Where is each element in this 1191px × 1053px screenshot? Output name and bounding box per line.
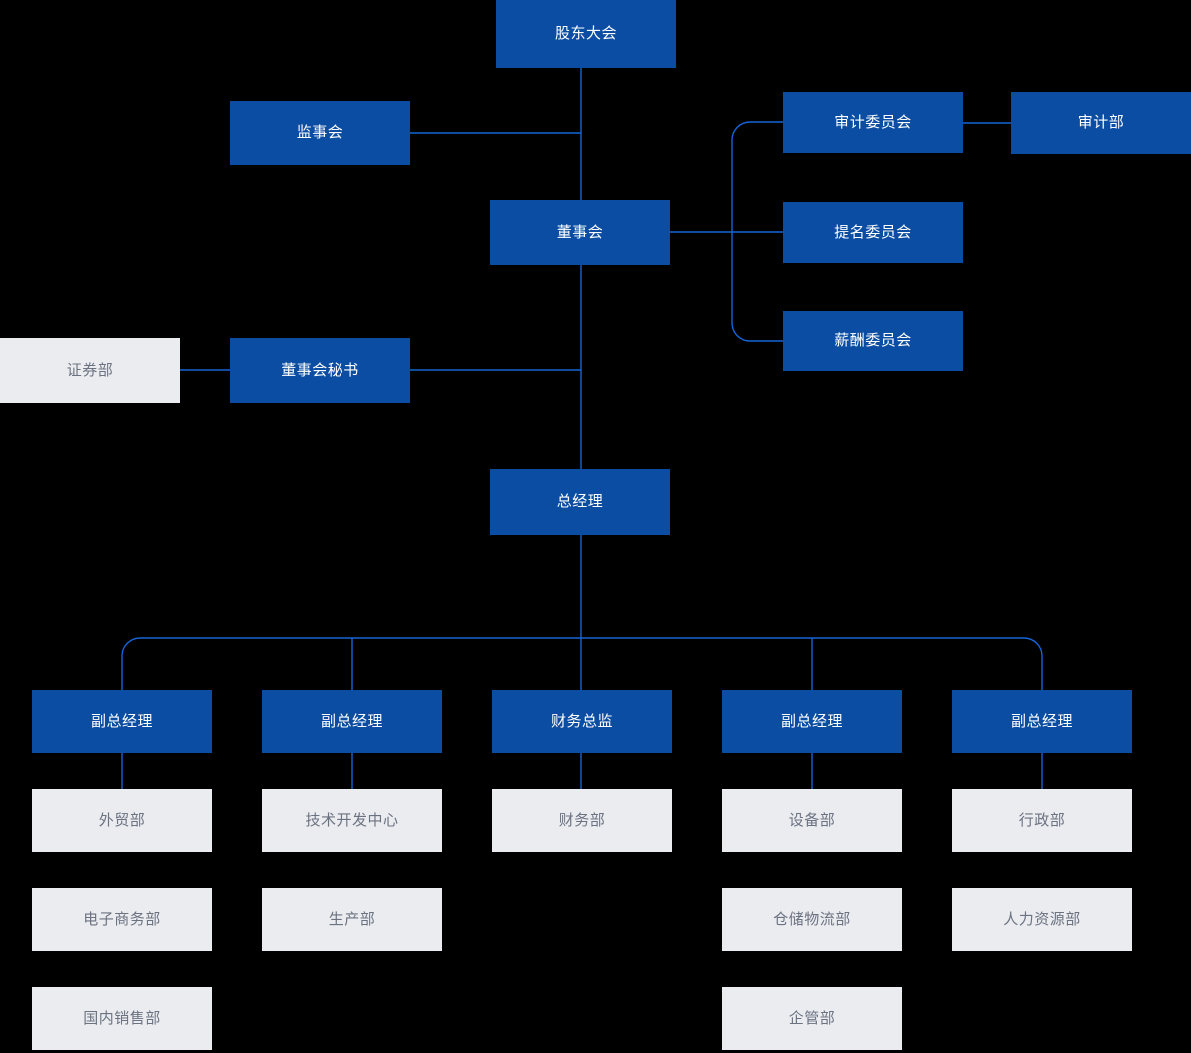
node-shareholders[interactable]: 股东大会 — [496, 0, 676, 68]
node-label: 财务总监 — [550, 712, 613, 730]
node-cfo[interactable]: 财务总监 — [492, 690, 672, 753]
node-label: 审计委员会 — [834, 113, 912, 131]
node-supervisory[interactable]: 监事会 — [230, 101, 410, 165]
node-enterprise-management-department[interactable]: 企管部 — [722, 987, 902, 1050]
node-label: 董事会 — [556, 223, 604, 241]
node-audit-committee[interactable]: 审计委员会 — [783, 92, 963, 153]
node-board-secretary[interactable]: 董事会秘书 — [230, 338, 410, 403]
node-label: 电子商务部 — [83, 910, 161, 928]
node-human-resources-department[interactable]: 人力资源部 — [952, 888, 1132, 951]
node-deputy-gm-3[interactable]: 副总经理 — [722, 690, 902, 753]
node-label: 行政部 — [1018, 811, 1066, 829]
node-label: 监事会 — [296, 124, 344, 142]
link-deputy-bus — [121, 637, 1043, 690]
node-label: 总经理 — [556, 493, 604, 511]
node-label: 副总经理 — [320, 712, 383, 730]
node-tech-development-center[interactable]: 技术开发中心 — [262, 789, 442, 852]
node-label: 技术开发中心 — [305, 811, 399, 829]
node-deputy-gm-4[interactable]: 副总经理 — [952, 690, 1132, 753]
node-label: 设备部 — [788, 811, 836, 829]
node-board[interactable]: 董事会 — [490, 200, 670, 265]
node-label: 生产部 — [328, 910, 376, 928]
node-deputy-gm-2[interactable]: 副总经理 — [262, 690, 442, 753]
node-warehouse-logistics-department[interactable]: 仓储物流部 — [722, 888, 902, 951]
node-administration-department[interactable]: 行政部 — [952, 789, 1132, 852]
node-label: 薪酬委员会 — [834, 332, 912, 350]
node-label: 人力资源部 — [1003, 910, 1081, 928]
node-domestic-sales-department[interactable]: 国内销售部 — [32, 987, 212, 1050]
node-label: 财务部 — [558, 811, 606, 829]
node-finance-department[interactable]: 财务部 — [492, 789, 672, 852]
node-label: 副总经理 — [780, 712, 843, 730]
node-label: 企管部 — [788, 1009, 836, 1027]
node-label: 证券部 — [66, 361, 114, 379]
node-label: 外贸部 — [98, 811, 146, 829]
node-equipment-department[interactable]: 设备部 — [722, 789, 902, 852]
node-deputy-gm-1[interactable]: 副总经理 — [32, 690, 212, 753]
node-general-manager[interactable]: 总经理 — [490, 469, 670, 535]
node-label: 副总经理 — [90, 712, 153, 730]
node-securities-department[interactable]: 证券部 — [0, 338, 180, 403]
node-nomination-committee[interactable]: 提名委员会 — [783, 202, 963, 263]
node-label: 董事会秘书 — [281, 361, 359, 379]
node-label: 审计部 — [1077, 114, 1125, 132]
node-ecommerce-department[interactable]: 电子商务部 — [32, 888, 212, 951]
node-label: 提名委员会 — [834, 223, 912, 241]
node-audit-department[interactable]: 审计部 — [1011, 92, 1191, 154]
node-foreign-trade-department[interactable]: 外贸部 — [32, 789, 212, 852]
link-committee-bus — [731, 121, 783, 342]
node-label: 股东大会 — [554, 25, 617, 43]
node-compensation-committee[interactable]: 薪酬委员会 — [783, 311, 963, 371]
node-label: 仓储物流部 — [773, 910, 851, 928]
node-label: 副总经理 — [1010, 712, 1073, 730]
node-label: 国内销售部 — [83, 1009, 161, 1027]
node-production-department[interactable]: 生产部 — [262, 888, 442, 951]
